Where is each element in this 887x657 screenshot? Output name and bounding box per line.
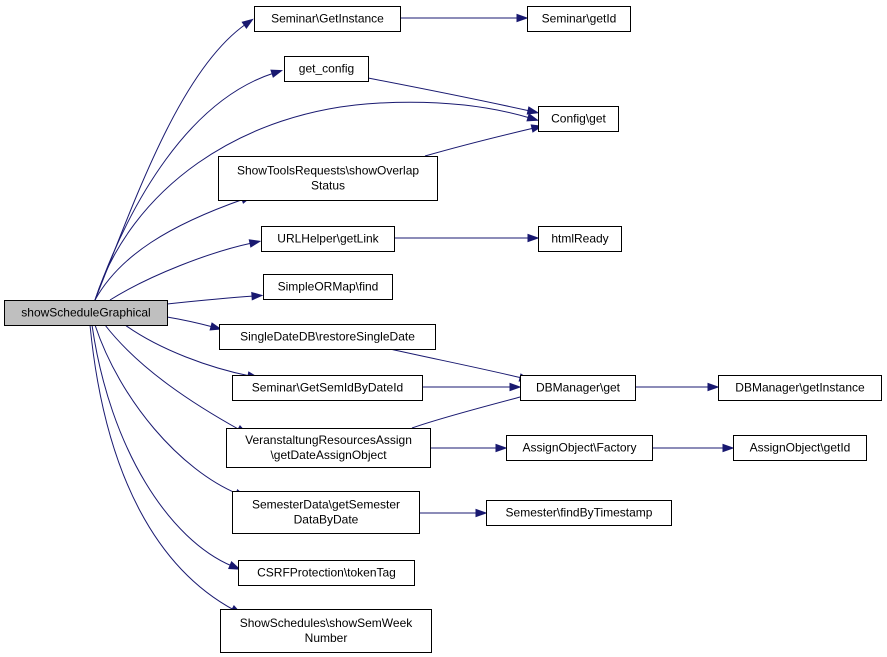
arrowhead-seminar-getinstance-to-seminar-getid bbox=[516, 13, 529, 23]
node-veranstaltung[interactable]: VeranstaltungResourcesAssign\getDateAssi… bbox=[226, 428, 431, 468]
node-htmlready[interactable]: htmlReady bbox=[538, 226, 622, 252]
node-label: Semester\findByTimestamp bbox=[506, 506, 653, 520]
node-label: Number bbox=[305, 631, 348, 645]
node-label: DataByDate bbox=[294, 513, 359, 527]
edge-root-to-singledatedb bbox=[166, 316, 214, 328]
arrowhead-root-to-csrf-tokentag bbox=[228, 561, 241, 570]
edge-veranstaltung-to-dbmanager-get bbox=[411, 395, 525, 429]
arrowhead-seminar-getsemid-to-dbmanager-get bbox=[509, 382, 522, 392]
edge-singledatedb-to-dbmanager-get bbox=[389, 348, 523, 379]
node-box bbox=[520, 375, 636, 401]
node-box bbox=[254, 6, 401, 32]
arrowhead-root-to-config-get bbox=[526, 113, 540, 122]
edge-root-to-semesterdata bbox=[94, 324, 239, 495]
node-label: CSRFProtection\tokenTag bbox=[257, 566, 396, 580]
node-label: SemesterData\getSemester bbox=[252, 498, 400, 512]
arrowhead-get-config-to-config-get bbox=[526, 106, 540, 115]
node-box bbox=[238, 560, 415, 586]
edge-root-to-simpleormap-find bbox=[166, 295, 255, 305]
arrowhead-root-to-urlhelper-getlink bbox=[248, 239, 262, 248]
node-label: showScheduleGraphical bbox=[21, 306, 150, 320]
node-dbmanager-getinstance[interactable]: DBManager\getInstance bbox=[718, 375, 882, 401]
node-label: SimpleORMap\find bbox=[278, 280, 379, 294]
node-box bbox=[538, 226, 622, 252]
node-seminar-getid[interactable]: Seminar\getId bbox=[527, 6, 631, 32]
arrowhead-semesterdata-to-semester-find bbox=[475, 508, 488, 518]
arrowhead-root-to-seminar-getinstance bbox=[241, 18, 254, 29]
node-box bbox=[219, 324, 436, 350]
arrowhead-urlhelper-getlink-to-htmlready bbox=[527, 233, 540, 243]
edge-root-to-veranstaltung bbox=[104, 324, 241, 431]
arrowhead-root-to-simpleormap-find bbox=[251, 291, 264, 301]
arrowhead-veranstaltung-to-assignobject-factory bbox=[495, 443, 508, 453]
node-box bbox=[4, 300, 168, 326]
edge-root-to-seminar-getsemid bbox=[124, 324, 251, 377]
node-label: VeranstaltungResourcesAssign bbox=[245, 433, 412, 447]
arrowhead-dbmanager-get-to-dbmanager-getinstance bbox=[707, 382, 720, 392]
node-seminar-getsemid[interactable]: Seminar\GetSemIdByDateId bbox=[232, 375, 423, 401]
edge-root-to-urlhelper-getlink bbox=[109, 242, 253, 301]
node-box bbox=[263, 274, 393, 300]
node-get-config[interactable]: get_config bbox=[284, 56, 369, 82]
node-label: get_config bbox=[299, 62, 354, 76]
node-box bbox=[232, 375, 423, 401]
node-singledatedb[interactable]: SingleDateDB\restoreSingleDate bbox=[219, 324, 436, 350]
node-box bbox=[718, 375, 882, 401]
node-label: Config\get bbox=[551, 112, 606, 126]
edge-root-to-showschedules bbox=[89, 324, 235, 611]
node-label: ShowToolsRequests\showOverlap bbox=[237, 164, 419, 178]
node-label: ShowSchedules\showSemWeek bbox=[240, 616, 414, 630]
edge-root-to-config-get bbox=[94, 101, 531, 301]
node-box bbox=[218, 156, 438, 201]
edge-showtoolsrequests-to-config-get bbox=[424, 127, 535, 157]
node-label: Seminar\GetSemIdByDateId bbox=[252, 381, 403, 395]
node-dbmanager-get[interactable]: DBManager\get bbox=[520, 375, 636, 401]
node-box bbox=[220, 609, 432, 653]
arrowhead-root-to-get-config bbox=[270, 69, 284, 78]
node-assignobject-factory[interactable]: AssignObject\Factory bbox=[506, 435, 653, 461]
node-label: Status bbox=[311, 179, 345, 193]
node-box bbox=[506, 435, 653, 461]
node-label: SingleDateDB\restoreSingleDate bbox=[240, 330, 415, 344]
node-box bbox=[261, 226, 395, 252]
node-label: URLHelper\getLink bbox=[277, 232, 379, 246]
node-box bbox=[527, 6, 631, 32]
node-box bbox=[538, 106, 619, 132]
node-box bbox=[226, 428, 431, 468]
edge-get-config-to-config-get bbox=[367, 77, 531, 112]
node-label: Seminar\GetInstance bbox=[271, 12, 384, 26]
node-box bbox=[486, 500, 672, 526]
node-semester-find[interactable]: Semester\findByTimestamp bbox=[486, 500, 672, 526]
node-simpleormap-find[interactable]: SimpleORMap\find bbox=[263, 274, 393, 300]
edge-root-to-get-config bbox=[94, 72, 275, 301]
node-label: htmlReady bbox=[551, 232, 608, 246]
arrowhead-root-to-singledatedb bbox=[209, 322, 223, 331]
nodes-layer: showScheduleGraphical Seminar\GetInstance… bbox=[4, 6, 882, 653]
node-config-get[interactable]: Config\get bbox=[538, 106, 619, 132]
node-label: AssignObject\Factory bbox=[522, 441, 636, 455]
node-urlhelper-getlink[interactable]: URLHelper\getLink bbox=[261, 226, 395, 252]
node-box bbox=[733, 435, 867, 461]
node-box bbox=[284, 56, 369, 82]
node-root[interactable]: showScheduleGraphical bbox=[4, 300, 168, 326]
edge-root-to-csrf-tokentag bbox=[91, 324, 233, 567]
node-label: AssignObject\getId bbox=[750, 441, 851, 455]
node-label: \getDateAssignObject bbox=[270, 448, 387, 462]
node-label: Seminar\getId bbox=[542, 12, 617, 26]
node-csrf-tokentag[interactable]: CSRFProtection\tokenTag bbox=[238, 560, 415, 586]
node-assignobject-getid[interactable]: AssignObject\getId bbox=[733, 435, 867, 461]
edge-root-to-showtoolsrequests bbox=[94, 198, 245, 301]
node-seminar-getinstance[interactable]: Seminar\GetInstance bbox=[254, 6, 401, 32]
node-label: DBManager\getInstance bbox=[735, 381, 865, 395]
node-label: DBManager\get bbox=[536, 381, 621, 395]
node-box bbox=[232, 491, 420, 534]
arrowhead-assignobject-factory-to-assignobject-getid bbox=[722, 443, 735, 453]
